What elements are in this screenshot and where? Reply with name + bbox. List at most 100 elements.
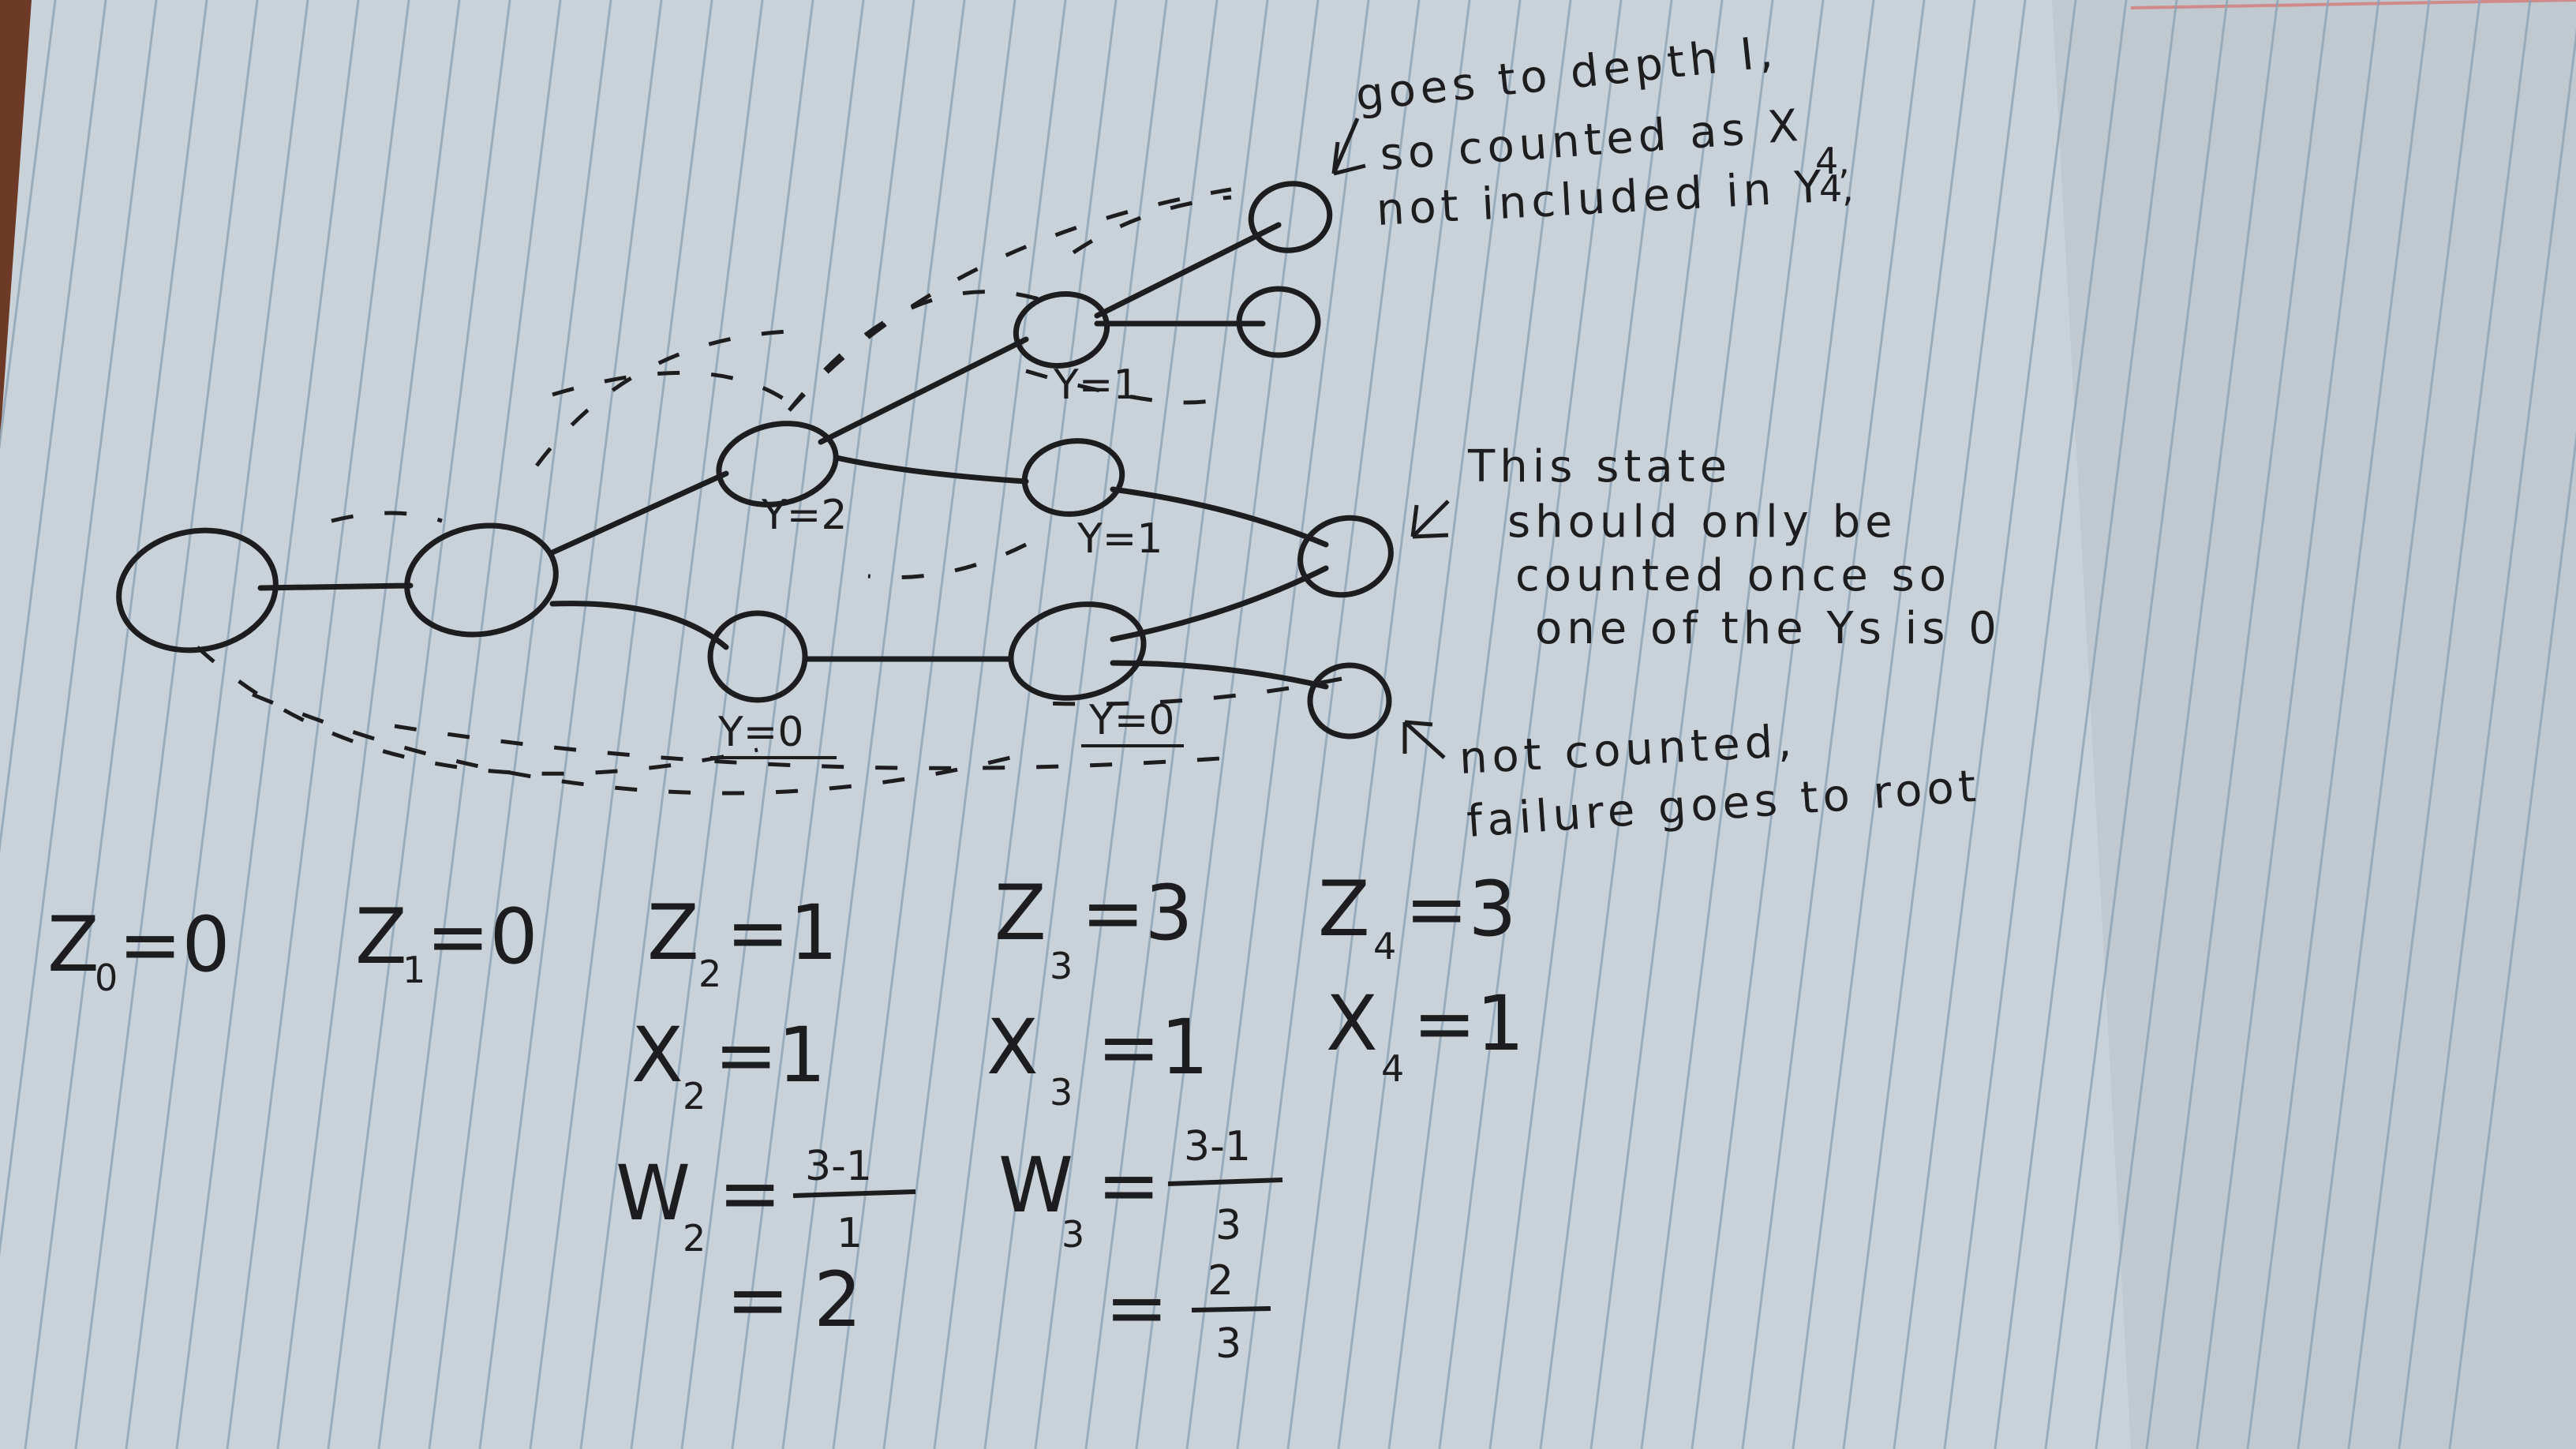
- tree-edge: [833, 455, 1029, 485]
- rule-line: [1387, 0, 1572, 1449]
- rule-line: [276, 0, 461, 1449]
- tree-edge: [257, 582, 414, 591]
- fraction-numerator: 2: [1208, 1257, 1234, 1305]
- annotation-line: should only be: [1507, 496, 1897, 548]
- node-label: Y=1: [1076, 515, 1163, 563]
- node-depth-2-top: [716, 421, 839, 507]
- node-labels: Y=2 Y=1 Y=1 Y=0 Y=0: [710, 361, 1184, 759]
- rule-line: [226, 0, 410, 1449]
- rule-line: [2448, 431, 2576, 1449]
- fraction-bar: [792, 1189, 916, 1198]
- rule-line: [125, 0, 309, 1449]
- fraction-bar: [1191, 1306, 1271, 1312]
- failure-links: [196, 187, 1342, 796]
- eq-value: =3: [1081, 869, 1193, 957]
- rule-line: [2196, 0, 2380, 1449]
- failure-link: [1072, 195, 1232, 255]
- node-root: [116, 527, 279, 653]
- failure-link: [788, 290, 1043, 412]
- tree-nodes: [116, 181, 1394, 739]
- rule-line: [680, 0, 865, 1449]
- paper-shadow: [2052, 0, 2576, 1449]
- rule-line: [1084, 0, 1269, 1449]
- eq-value: =0: [118, 900, 230, 989]
- eq-var: X: [1326, 979, 1378, 1068]
- z-values-row: Z 0 =0 Z 1 =0 Z 2 =1 Z 3 =3 Z 4 =3: [47, 865, 1517, 999]
- node-depth-4-merge: [1297, 515, 1394, 598]
- tree-edge: [1110, 486, 1329, 548]
- rule-line: [983, 0, 1168, 1449]
- eq-var: X: [987, 1003, 1039, 1091]
- rule-line: [1488, 0, 1673, 1449]
- rule-line: [2044, 0, 2229, 1449]
- fraction-denominator: 3: [1215, 1202, 1241, 1249]
- node-label: Y=2: [761, 492, 847, 539]
- eq-var: Z: [1318, 865, 1370, 953]
- node-depth-2-bottom: [707, 610, 808, 703]
- rule-line: [377, 0, 562, 1449]
- rule-line: [1792, 0, 1976, 1449]
- rule-line: [428, 0, 612, 1449]
- tree-edge: [549, 470, 729, 556]
- arrow-icon: [1331, 118, 1366, 176]
- rule-line: [2095, 0, 2279, 1449]
- fraction-numerator: 3-1: [1184, 1123, 1251, 1170]
- rule-line: [74, 0, 259, 1449]
- node-depth-3-bottom: [1008, 601, 1147, 701]
- node-depth-4-top: [1248, 181, 1333, 253]
- equation-z3: Z 3 =3: [994, 869, 1193, 987]
- eq-value: =1: [1097, 1003, 1209, 1091]
- failure-link: [788, 187, 1232, 412]
- eq-var: W: [616, 1149, 691, 1237]
- eq-result-equals: =: [1105, 1264, 1168, 1352]
- fraction-denominator: 3: [1215, 1320, 1241, 1368]
- rule-line: [1539, 0, 1724, 1449]
- annotation-line: one of the Ys is 0: [1535, 603, 2001, 654]
- rule-line: [781, 0, 966, 1449]
- eq-sub: 2: [683, 1075, 706, 1118]
- node-label: Y=0: [1088, 697, 1174, 744]
- fraction-bar: [1167, 1178, 1283, 1186]
- eq-value: =1: [726, 889, 838, 977]
- failure-link: [1025, 676, 1342, 706]
- eq-result: = 2: [726, 1256, 862, 1344]
- rule-line: [1185, 0, 1370, 1449]
- eq-sub: 3: [1050, 945, 1073, 987]
- equation-x4: X 4 =1: [1326, 979, 1525, 1090]
- failure-link: [331, 511, 443, 523]
- eq-value: =0: [426, 893, 538, 981]
- eq-sub: 3: [1061, 1213, 1084, 1256]
- eq-var: W: [998, 1141, 1073, 1230]
- rule-line: [1690, 0, 1875, 1449]
- rule-line: [1236, 0, 1421, 1449]
- eq-sub: 1: [402, 949, 425, 991]
- eq-var: Z: [47, 900, 99, 989]
- rule-line: [579, 0, 764, 1449]
- fraction-denominator: 1: [837, 1210, 863, 1257]
- equation-z0: Z 0 =0: [47, 900, 230, 999]
- eq-var: X: [631, 1011, 683, 1099]
- rule-line: [1893, 0, 2077, 1449]
- node-depth-4-bottom: [1307, 662, 1392, 739]
- rule-line: [0, 0, 158, 1257]
- eq-equals: =: [1097, 1141, 1160, 1230]
- rule-line: [478, 0, 663, 1449]
- rule-line: [529, 0, 713, 1449]
- failure-link: [394, 724, 1232, 770]
- arrow-icon: [1402, 720, 1446, 759]
- equation-z2: Z 2 =1: [647, 889, 838, 995]
- rule-line: [882, 0, 1067, 1449]
- node-depth-1: [404, 522, 559, 638]
- rule-line: [630, 0, 814, 1449]
- margin-line: [2130, 0, 2576, 9]
- x-values-row: X 2 =1 X 3 =1 X 4 =1: [631, 979, 1525, 1118]
- equation-w3: W 3 = 3-1 3 = 2 3: [998, 1123, 1283, 1368]
- eq-sub: 2: [698, 953, 721, 995]
- annotation-line: counted once so: [1515, 550, 1951, 601]
- rule-line: [0, 0, 107, 854]
- rule-line: [1842, 0, 2027, 1449]
- eq-sub: 3: [1050, 1071, 1073, 1114]
- arrow-icon: [1410, 500, 1450, 539]
